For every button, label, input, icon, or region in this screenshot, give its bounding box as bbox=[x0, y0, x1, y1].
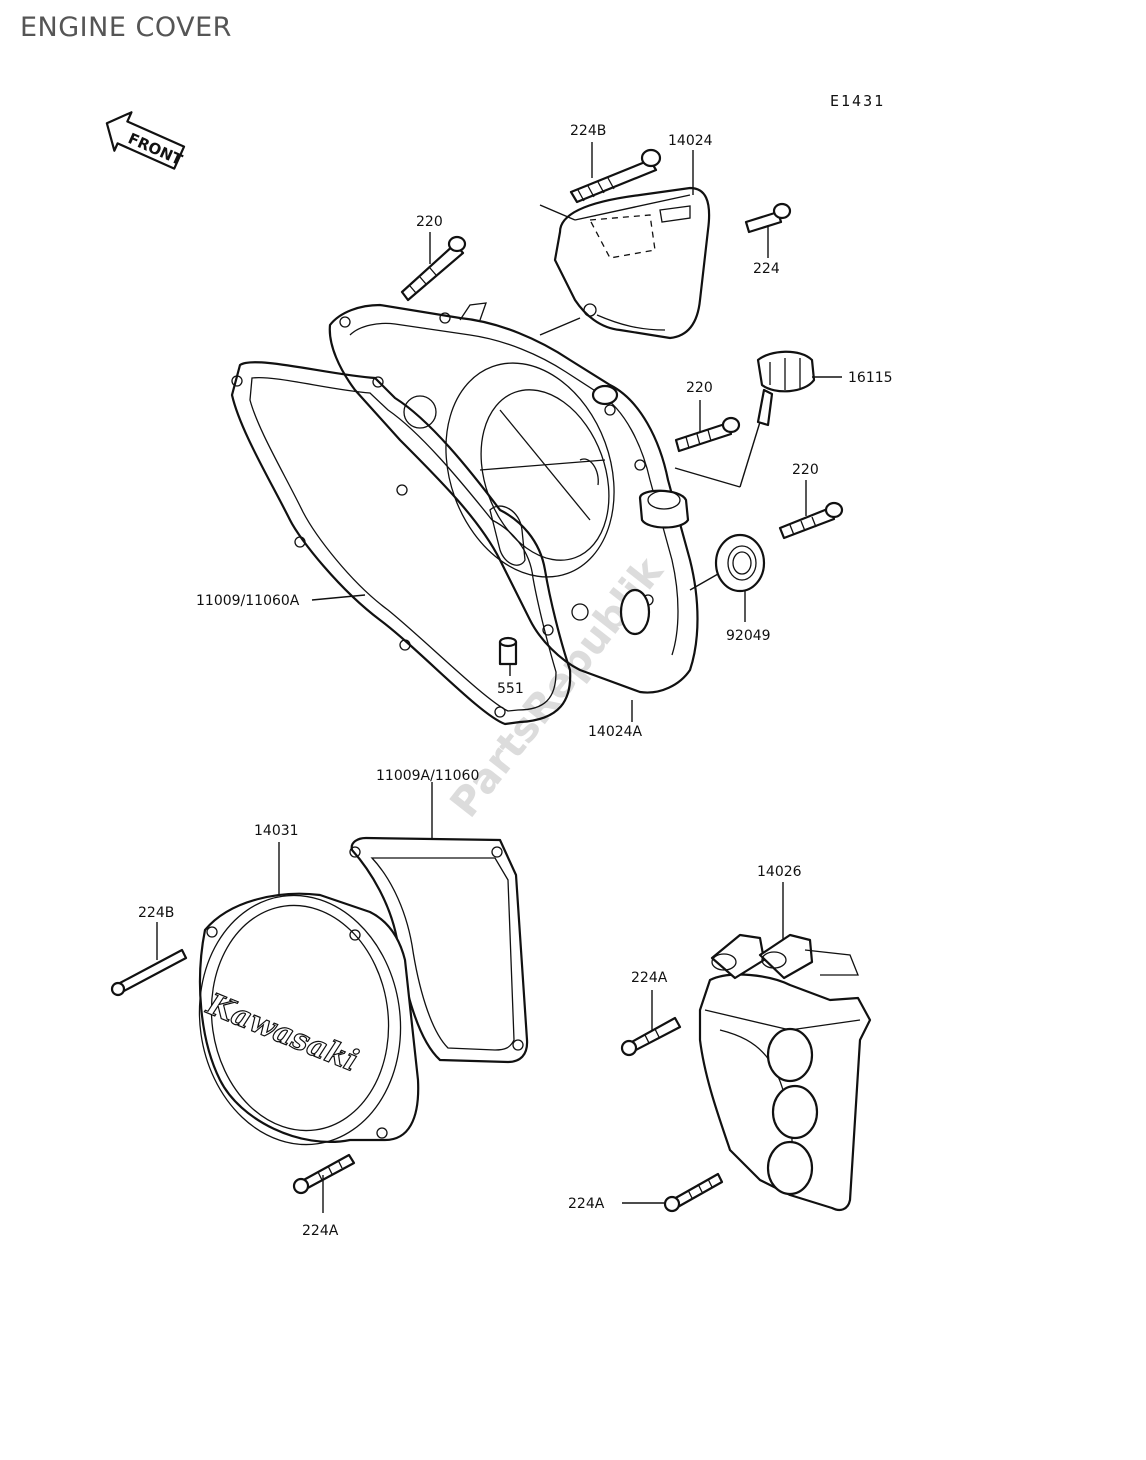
label-224B-top: 224B bbox=[570, 123, 606, 139]
front-arrow-label: FRONT bbox=[125, 129, 185, 169]
label-224: 224 bbox=[753, 261, 780, 277]
label-14024A: 14024A bbox=[588, 724, 643, 740]
bolt-220-a bbox=[400, 235, 467, 302]
front-arrow-icon: FRONT bbox=[105, 111, 186, 170]
part-92049-oil-seal bbox=[714, 533, 766, 593]
label-220-b: 220 bbox=[686, 380, 713, 396]
bolt-224 bbox=[744, 202, 792, 234]
part-14031-kawasaki-cover: Kawasaki bbox=[198, 892, 420, 1146]
label-224A-mid: 224A bbox=[631, 970, 668, 986]
label-14031: 14031 bbox=[254, 823, 299, 839]
bolt-224B-top bbox=[569, 148, 662, 204]
part-14026-sprocket-cover bbox=[698, 933, 872, 1211]
label-220-c: 220 bbox=[792, 462, 819, 478]
label-14024: 14024 bbox=[668, 133, 713, 149]
part-551-dowel bbox=[498, 636, 518, 666]
bolt-220-b bbox=[674, 416, 741, 453]
bolt-224A-bottom bbox=[292, 1153, 356, 1195]
label-11009A-11060: 11009A/11060 bbox=[376, 768, 479, 784]
bolt-220-c bbox=[778, 501, 844, 540]
label-224B-left: 224B bbox=[138, 905, 174, 921]
bolt-224A-mid bbox=[620, 1016, 682, 1057]
bolt-224B-left bbox=[110, 948, 188, 997]
label-16115: 16115 bbox=[848, 370, 893, 386]
label-224A-right: 224A bbox=[568, 1196, 605, 1212]
part-11009A-gasket bbox=[349, 836, 529, 1064]
label-14026: 14026 bbox=[757, 864, 802, 880]
page-title: ENGINE COVER bbox=[20, 12, 232, 43]
label-224A-bottom: 224A bbox=[302, 1223, 339, 1239]
label-551: 551 bbox=[497, 681, 524, 697]
label-220-a: 220 bbox=[416, 214, 443, 230]
part-14024A-crankcase-cover bbox=[328, 302, 699, 694]
part-16115-oil-cap bbox=[756, 350, 816, 427]
label-92049: 92049 bbox=[726, 628, 771, 644]
part-14024-cover bbox=[553, 186, 711, 340]
bolt-224A-right bbox=[663, 1172, 724, 1213]
diagram-code: E1431 bbox=[830, 92, 885, 110]
part-11009-gasket bbox=[230, 361, 572, 726]
label-11009-11060A: 11009/11060A bbox=[196, 593, 300, 609]
